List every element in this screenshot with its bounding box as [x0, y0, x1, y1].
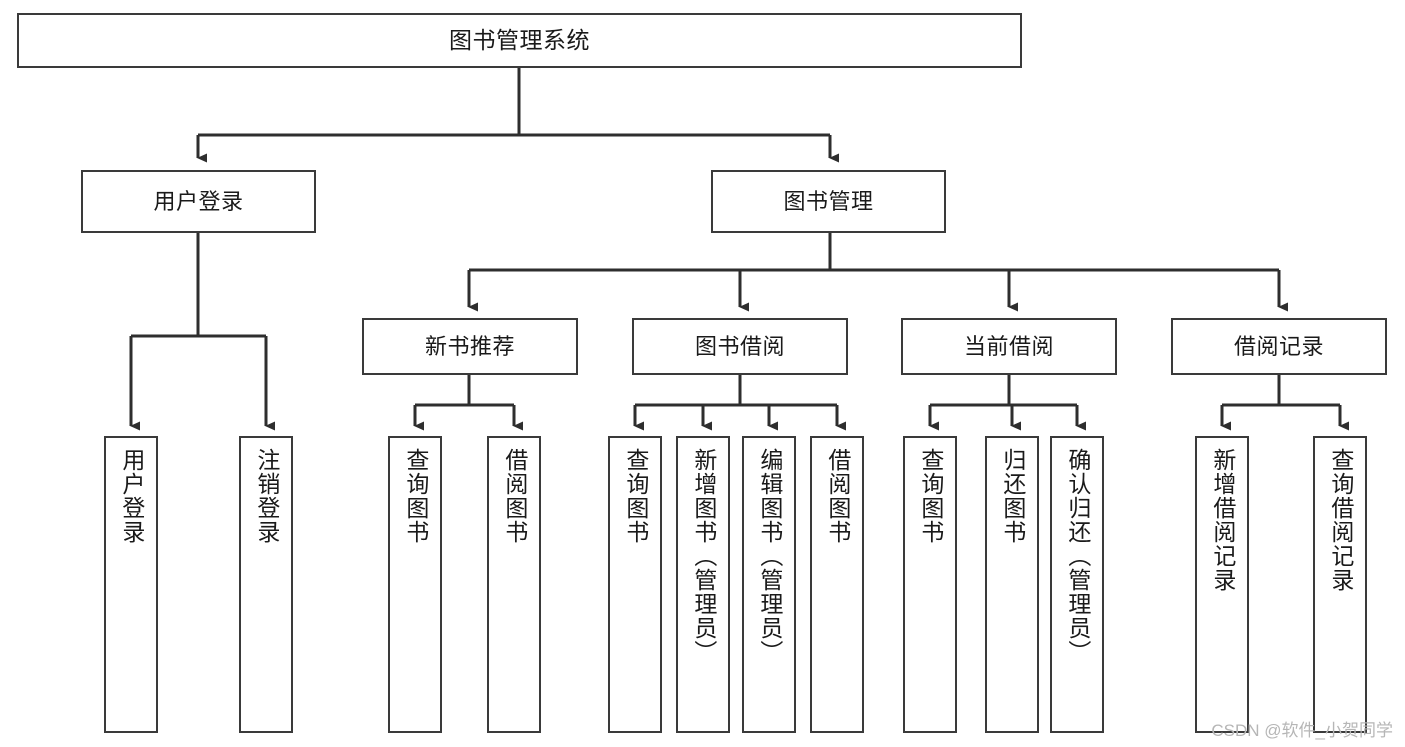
leaf-borrow-edit-book-label: 编辑图书（管理员） — [756, 448, 783, 664]
node-user-login[interactable]: 用户登录 — [81, 170, 316, 233]
leaf-records-add-record-label: 新增借阅记录 — [1209, 448, 1236, 592]
node-user-login-label: 用户登录 — [153, 188, 244, 214]
node-borrow-records[interactable]: 借阅记录 — [1171, 318, 1387, 375]
leaf-borrow-add-book-label: 新增图书（管理员） — [690, 448, 717, 664]
leaf-current-query-book[interactable]: 查询图书 — [903, 436, 957, 733]
leaf-new-book-query-label: 查询图书 — [402, 448, 429, 544]
node-book-management[interactable]: 图书管理 — [711, 170, 946, 233]
leaf-borrow-borrow-book[interactable]: 借阅图书 — [810, 436, 864, 733]
leaf-new-book-borrow[interactable]: 借阅图书 — [487, 436, 541, 733]
leaf-user-login-login-label: 用户登录 — [118, 448, 145, 544]
leaf-new-book-borrow-label: 借阅图书 — [501, 448, 528, 544]
node-book-borrow[interactable]: 图书借阅 — [632, 318, 848, 375]
leaf-borrow-edit-book[interactable]: 编辑图书（管理员） — [742, 436, 796, 733]
node-book-management-label: 图书管理 — [783, 188, 874, 214]
leaf-records-add-record[interactable]: 新增借阅记录 — [1195, 436, 1249, 733]
leaf-current-return-book-label: 归还图书 — [999, 448, 1026, 544]
leaf-borrow-borrow-book-label: 借阅图书 — [824, 448, 851, 544]
leaf-records-query-record[interactable]: 查询借阅记录 — [1313, 436, 1367, 733]
leaf-user-login-logout[interactable]: 注销登录 — [239, 436, 293, 733]
leaf-current-confirm-return[interactable]: 确认归还（管理员） — [1050, 436, 1104, 733]
leaf-records-query-record-label: 查询借阅记录 — [1327, 448, 1354, 592]
leaf-new-book-query[interactable]: 查询图书 — [388, 436, 442, 733]
node-root[interactable]: 图书管理系统 — [17, 13, 1022, 68]
leaf-borrow-query-book[interactable]: 查询图书 — [608, 436, 662, 733]
leaf-current-confirm-return-label: 确认归还（管理员） — [1064, 448, 1091, 664]
node-root-label: 图书管理系统 — [449, 27, 590, 54]
leaf-current-return-book[interactable]: 归还图书 — [985, 436, 1039, 733]
node-current-borrow-label: 当前借阅 — [963, 333, 1054, 359]
leaf-borrow-add-book[interactable]: 新增图书（管理员） — [676, 436, 730, 733]
leaf-user-login-logout-label: 注销登录 — [253, 448, 280, 544]
leaf-current-query-book-label: 查询图书 — [917, 448, 944, 544]
node-new-book-recommend[interactable]: 新书推荐 — [362, 318, 578, 375]
leaf-user-login-login[interactable]: 用户登录 — [104, 436, 158, 733]
node-new-book-recommend-label: 新书推荐 — [424, 333, 515, 359]
node-current-borrow[interactable]: 当前借阅 — [901, 318, 1117, 375]
leaf-borrow-query-book-label: 查询图书 — [622, 448, 649, 544]
node-book-borrow-label: 图书借阅 — [694, 333, 785, 359]
node-borrow-records-label: 借阅记录 — [1233, 333, 1324, 359]
